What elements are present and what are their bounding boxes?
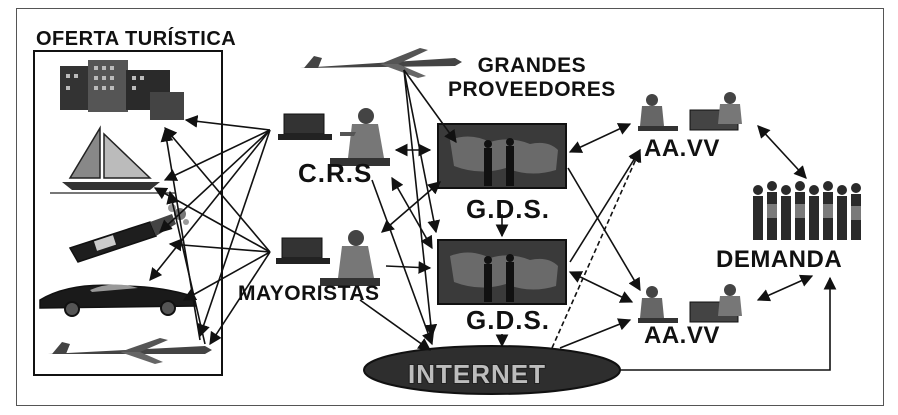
demanda-crowd-icon	[753, 181, 861, 240]
hotel-buildings-icon	[60, 60, 184, 120]
gds-bottom-screen-icon	[437, 239, 567, 305]
diagram-frame	[16, 8, 884, 406]
mayoristas-label: MAYORISTAS	[238, 282, 380, 305]
demanda-label: DEMANDA	[716, 246, 843, 273]
grandes-line: GRANDES	[477, 54, 587, 77]
oferta-turistica-title: OFERTA TURÍSTICA	[36, 28, 237, 50]
oferta-turistica-box	[33, 50, 223, 376]
gds-bottom-label: G.D.S.	[466, 305, 551, 335]
sailboat-icon	[50, 125, 175, 194]
flow-arrows	[149, 69, 837, 371]
grandes-proveedores-plane-icon	[300, 48, 462, 78]
gds-top-screen-icon	[437, 123, 567, 189]
grandes-proveedores-label: GRANDES PROVEEDORES	[448, 54, 616, 102]
aavv-bottom-agency-icon	[638, 284, 742, 323]
crs-label: C.R.S	[298, 158, 373, 188]
aavv-top-label: AA.VV	[644, 135, 720, 162]
aavv-bottom-label: AA.VV	[644, 322, 720, 349]
gds-top-label: G.D.S.	[466, 194, 551, 224]
jet-plane-icon	[48, 338, 212, 364]
sports-car-icon	[39, 284, 198, 317]
aavv-top-agency-icon	[638, 92, 742, 131]
mayoristas-operator-icon	[276, 230, 380, 286]
internet-label: INTERNET	[408, 359, 546, 389]
proveedores-line: PROVEEDORES	[448, 78, 616, 101]
crs-operator-icon	[278, 108, 390, 166]
